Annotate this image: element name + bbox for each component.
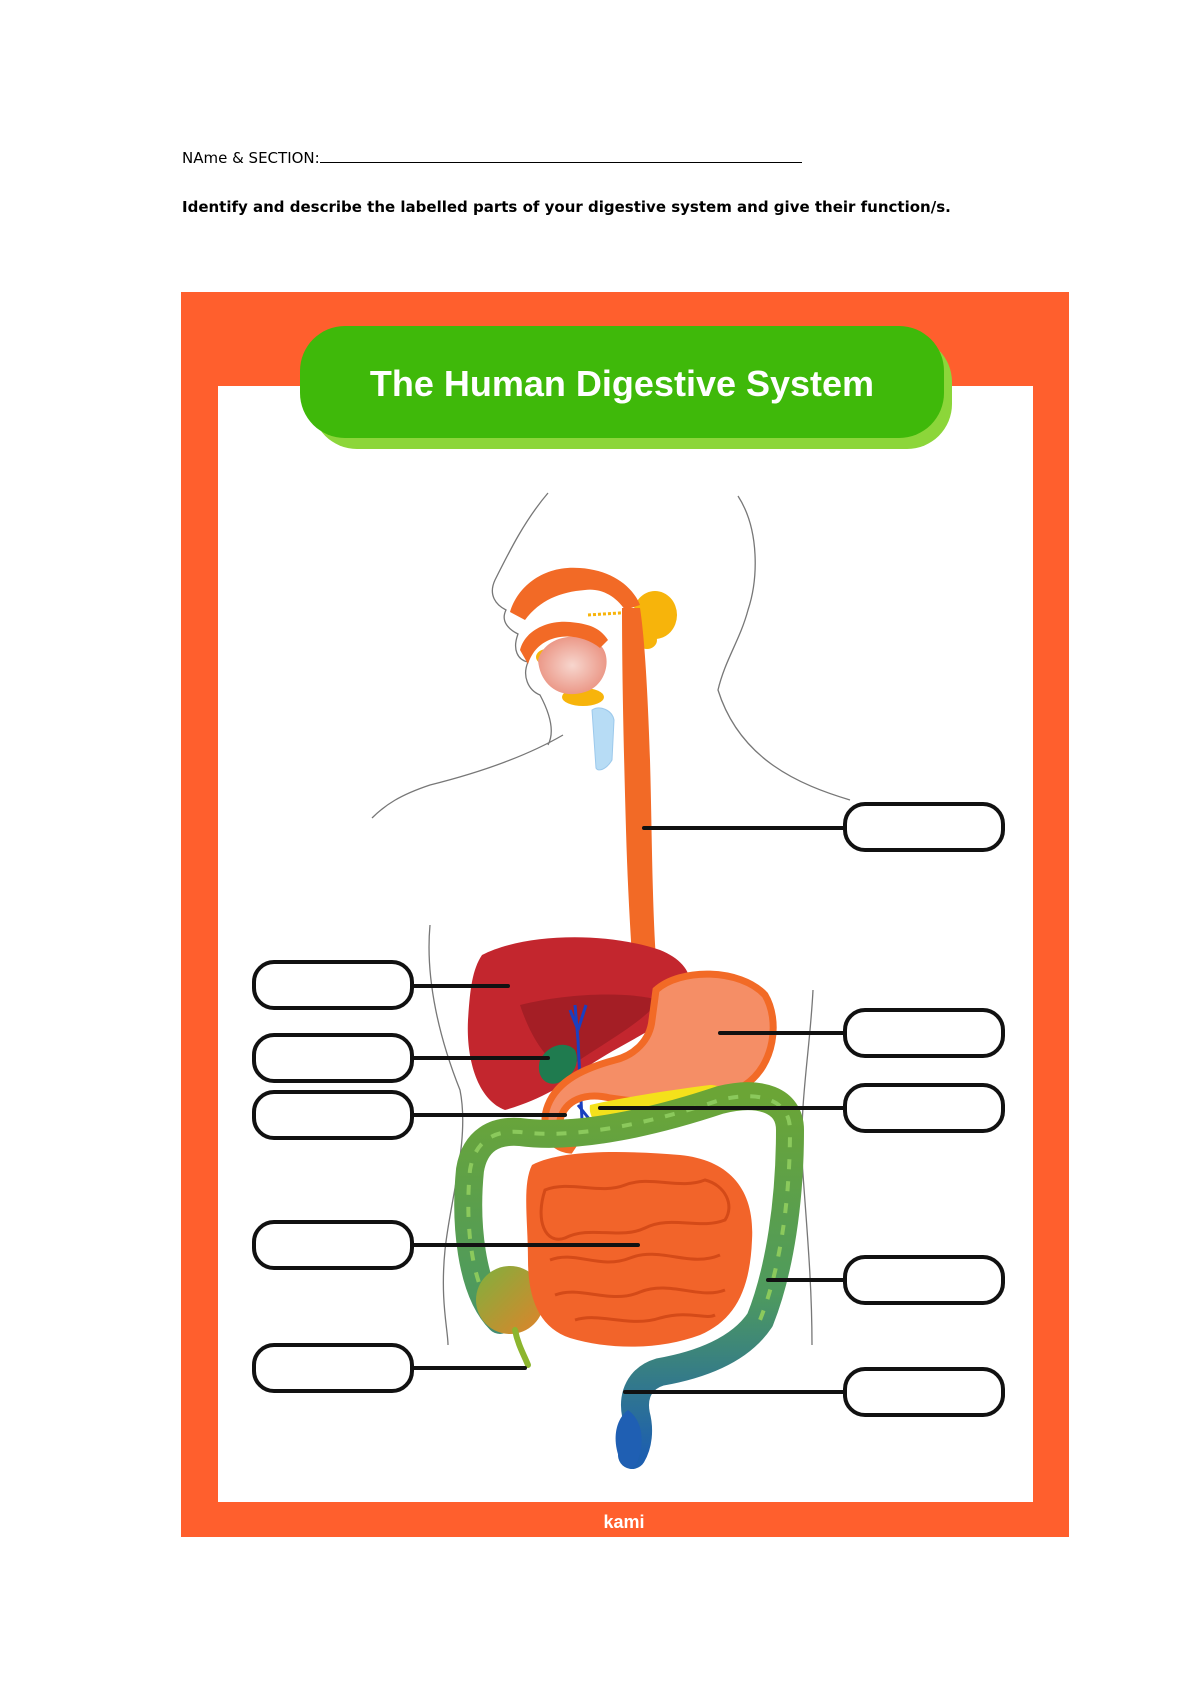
- name-section-label: NAme & SECTION:: [182, 149, 320, 167]
- left-label-boxes: [252, 960, 414, 1393]
- trachea: [591, 707, 615, 771]
- label-box-pancreas[interactable]: [843, 1083, 1005, 1133]
- large-intestine: [454, 1082, 805, 1469]
- title-banner: [300, 326, 944, 438]
- label-box-large-intestine[interactable]: [843, 1255, 1005, 1305]
- esophagus: [622, 608, 657, 1014]
- kami-logo: kami: [603, 1512, 644, 1532]
- label-box-duodenum[interactable]: [252, 1090, 414, 1140]
- label-box-esophagus[interactable]: [843, 802, 1005, 852]
- label-box-gallbladder[interactable]: [252, 1033, 414, 1083]
- pointer-lines: [410, 826, 847, 1394]
- instruction-text: Identify and describe the labelled parts…: [182, 198, 951, 216]
- colon-haustra: [466, 1094, 793, 1322]
- bile-duct: [568, 1004, 592, 1121]
- label-box-liver[interactable]: [252, 960, 414, 1010]
- name-section-field[interactable]: [319, 148, 802, 163]
- pharynx: [510, 567, 640, 620]
- right-label-boxes: [843, 802, 1005, 1417]
- oral-cavity: [520, 621, 608, 664]
- rectum: [615, 1410, 642, 1468]
- label-box-stomach[interactable]: [843, 1008, 1005, 1058]
- small-intestine: [526, 1152, 753, 1347]
- tongue: [538, 636, 607, 695]
- gallbladder: [538, 1044, 577, 1084]
- label-box-rectum[interactable]: [843, 1367, 1005, 1417]
- label-box-appendix[interactable]: [252, 1343, 414, 1393]
- stomach: [541, 970, 777, 1154]
- cecum: [476, 1266, 544, 1334]
- name-section-line: NAme & SECTION:: [182, 148, 802, 167]
- poster-title: The Human Digestive System: [370, 363, 874, 404]
- appendix: [512, 1327, 531, 1368]
- label-box-small-intestine[interactable]: [252, 1220, 414, 1270]
